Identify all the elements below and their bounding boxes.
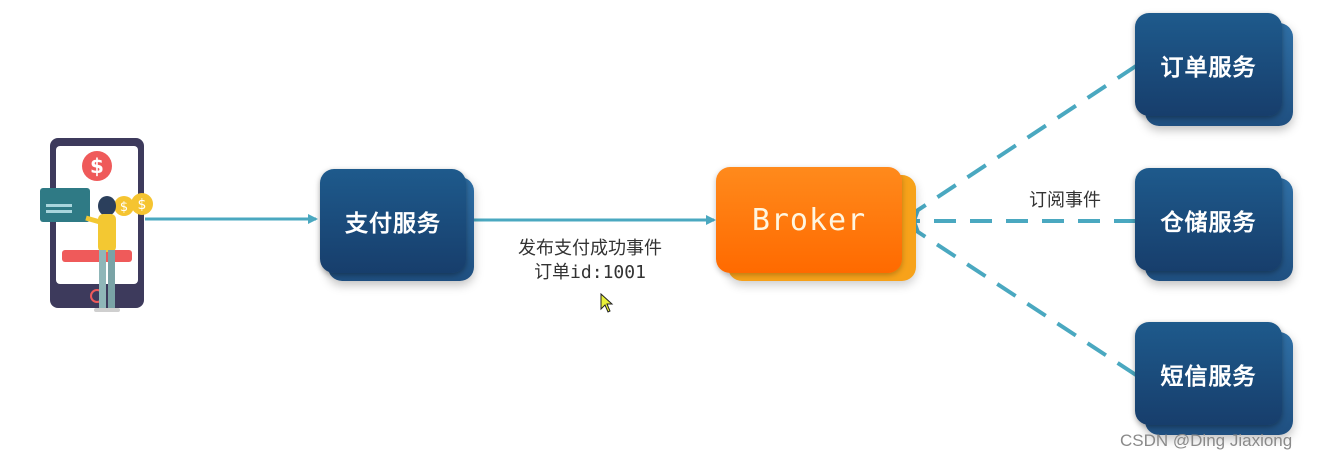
broker-label: Broker — [716, 167, 902, 273]
warehouse-service-label: 仓储服务 — [1135, 168, 1282, 271]
warehouse-service-node[interactable]: 仓储服务 — [1135, 168, 1295, 283]
publish-event-line2: 订单id:1001 — [534, 262, 646, 283]
publish-event-label: 发布支付成功事件 订单id:1001 — [490, 237, 690, 285]
order-service-node[interactable]: 订单服务 — [1135, 13, 1295, 128]
sms-service-node[interactable]: 短信服务 — [1135, 322, 1295, 437]
publish-event-line1: 发布支付成功事件 — [518, 238, 662, 259]
subscribe-event-label: 订阅事件 — [1029, 190, 1101, 211]
svg-text:$: $ — [138, 197, 147, 213]
svg-text:$: $ — [90, 154, 104, 178]
arrow-sms-to-broker — [910, 226, 1138, 377]
order-service-label: 订单服务 — [1135, 13, 1282, 116]
watermark: CSDN @Ding Jiaxiong — [1120, 431, 1293, 450]
payment-service-node[interactable]: 支付服务 — [320, 169, 474, 281]
arrow-order-to-broker — [910, 64, 1138, 216]
broker-node[interactable]: Broker — [716, 167, 916, 282]
payment-service-label: 支付服务 — [320, 169, 466, 273]
mobile-payment-illustration-icon: $ $ $ — [36, 136, 166, 325]
sms-service-label: 短信服务 — [1135, 322, 1282, 425]
svg-text:$: $ — [120, 200, 128, 215]
mouse-cursor-icon — [600, 292, 614, 317]
